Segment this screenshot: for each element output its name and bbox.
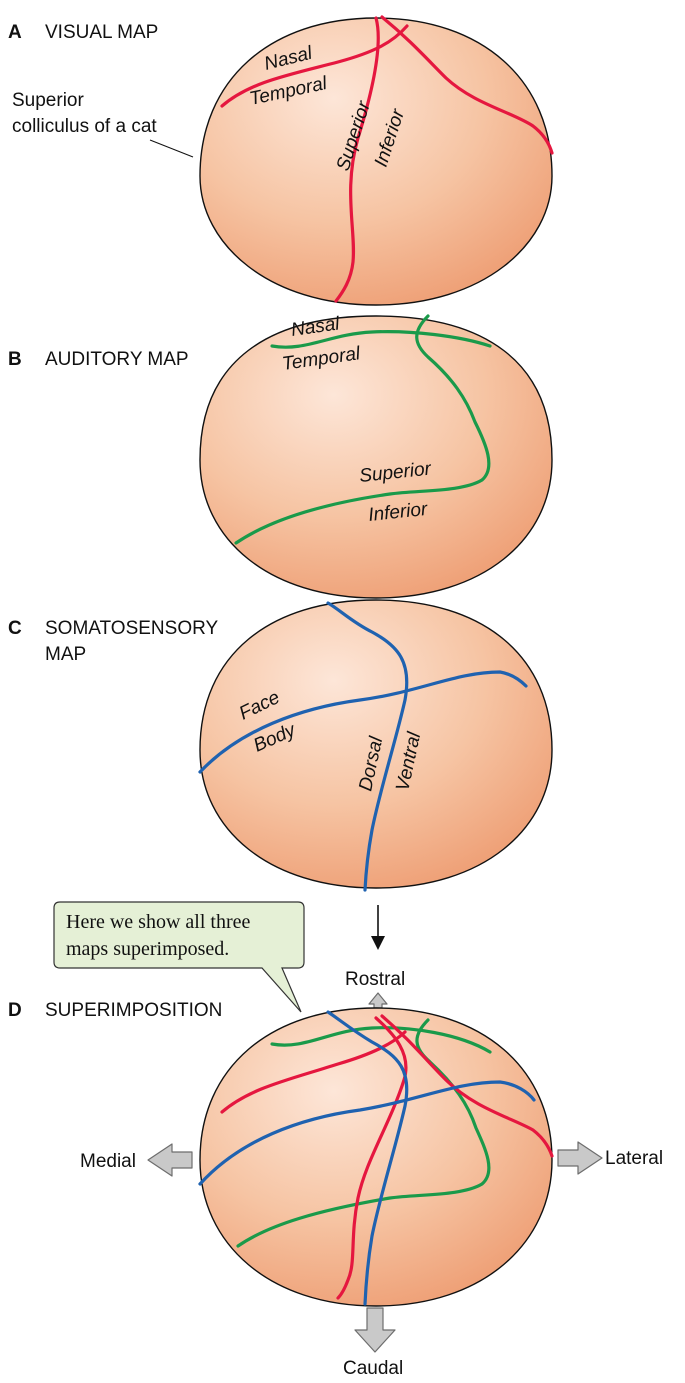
- somato-face-body-line: [198, 670, 528, 774]
- lateral-arrow-icon: [557, 1141, 603, 1175]
- label-caudal: Caudal: [343, 1358, 403, 1379]
- panel-c-letter: C: [8, 618, 22, 639]
- panel-d-letter: D: [8, 1000, 22, 1021]
- panel-d-title: SUPERIMPOSITION: [45, 1000, 222, 1021]
- callout-label-line1: Superior: [12, 90, 84, 111]
- panel-b-letter: B: [8, 349, 22, 370]
- auditory-nasal-temporal-line: [270, 1026, 492, 1054]
- visual-meridian-line-right: [380, 1014, 554, 1158]
- panel-a: A VISUAL MAP Superior colliculus of a ca…: [8, 15, 554, 306]
- panel-d: D SUPERIMPOSITION Rostral Medial Lateral…: [8, 969, 663, 1379]
- medial-arrow-icon: [147, 1143, 193, 1177]
- label-medial: Medial: [80, 1151, 136, 1172]
- callout-line1: Here we show all three: [66, 911, 250, 933]
- panel-b: B AUDITORY MAP Nasal Temporal Superior I…: [8, 313, 553, 599]
- callout-label-line2: colliculus of a cat: [12, 116, 157, 137]
- panel-a-title: VISUAL MAP: [45, 22, 158, 43]
- visual-nasal-temporal-line: [220, 24, 409, 108]
- visual-superior-inferior-line: [336, 1016, 408, 1300]
- callout-bubble: [53, 901, 305, 1013]
- auditory-nasal-temporal-line: [270, 330, 492, 349]
- panel-c-title-line1: SOMATOSENSORY: [45, 618, 218, 639]
- rostral-arrow-icon: [368, 992, 388, 1009]
- visual-meridian-line-right: [380, 15, 554, 155]
- colliculus-sphere-d: [199, 1007, 553, 1307]
- callout-line2: maps superimposed.: [66, 938, 229, 960]
- panel-a-letter: A: [8, 22, 22, 43]
- colliculus-sphere-b: [199, 315, 553, 599]
- callout-box: Here we show all three maps superimposed…: [53, 901, 305, 1013]
- auditory-superior-inferior-line: [234, 314, 491, 545]
- panel-c: C SOMATOSENSORY MAP Face Body Dorsal Ven…: [8, 599, 553, 892]
- colliculus-sphere-c: [199, 599, 553, 889]
- panel-b-title: AUDITORY MAP: [45, 349, 189, 370]
- visual-nasal-temporal-line: [220, 1030, 407, 1114]
- somato-dorsal-ventral-line: [326, 601, 409, 892]
- colliculus-sphere-a: [199, 17, 553, 306]
- callout-leader-line: [149, 139, 194, 158]
- caudal-arrow-icon: [354, 1307, 396, 1353]
- panel-c-title-line2: MAP: [45, 644, 86, 665]
- label-lateral: Lateral: [605, 1148, 663, 1169]
- label-rostral: Rostral: [345, 969, 405, 990]
- visual-superior-inferior-line: [334, 16, 380, 303]
- down-arrow: [371, 905, 385, 950]
- somato-dorsal-ventral-line: [326, 1010, 409, 1306]
- somato-face-body-line: [198, 1080, 536, 1186]
